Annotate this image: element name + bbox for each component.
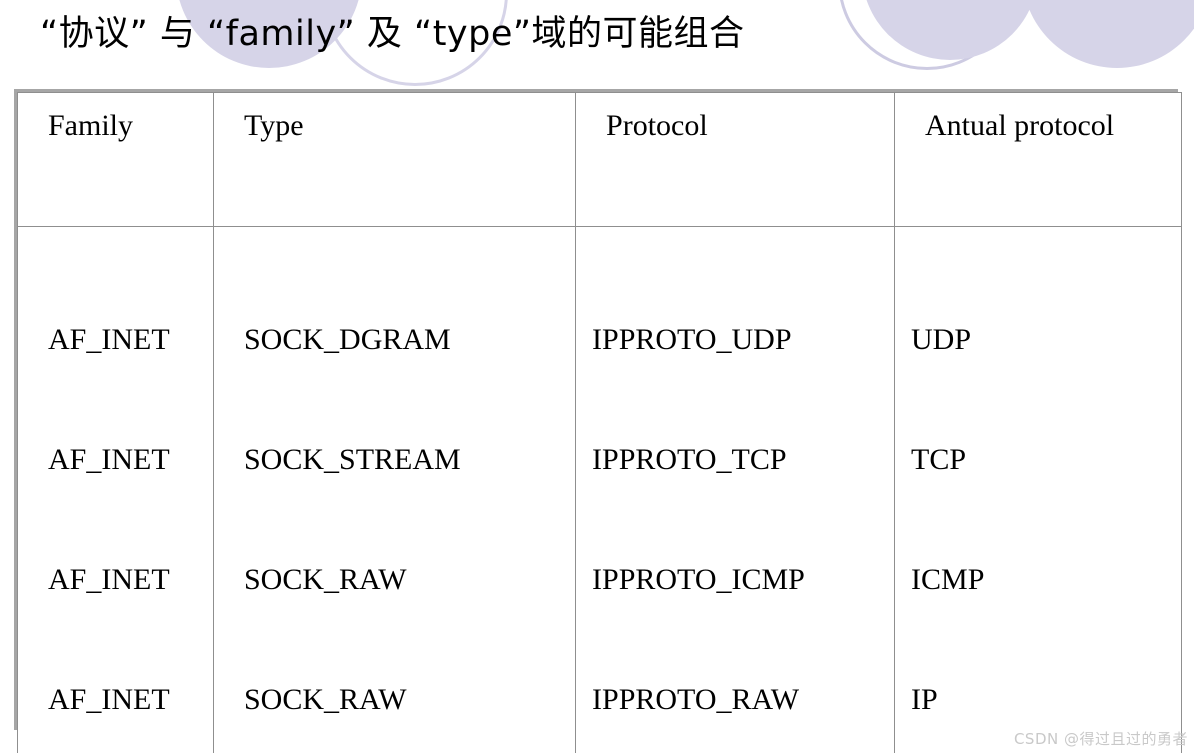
actual-value: ICMP [911,563,985,596]
protocol-value: IPPROTO_ICMP [592,563,805,596]
type-value: SOCK_DGRAM [244,323,451,356]
cell-type-af-inet: SOCK_DGRAM SOCK_STREAM SOCK_RAW SOCK_RAW [212,226,577,753]
cell-actual-af-inet: UDP TCP ICMP IP [894,226,1183,753]
type-value: SOCK_RAW [244,563,407,596]
type-value: SOCK_RAW [244,683,407,716]
csdn-watermark: CSDN @得过且过的勇者 [1013,730,1188,748]
family-value: AF_INET [48,443,170,476]
cell-protocol-af-inet: IPPROTO_UDP IPPROTO_TCP IPPROTO_ICMP IPP… [575,226,896,753]
header-cell-protocol: Protocol [575,92,896,227]
header-label-family: Family [48,109,134,142]
protocol-list-af-inet: IPPROTO_UDP IPPROTO_TCP IPPROTO_ICMP IPP… [576,227,894,753]
family-list-af-inet: AF_INET AF_INET AF_INET AF_INET [18,227,213,753]
actual-list-af-inet: UDP TCP ICMP IP [895,227,1181,753]
cell-family-af-inet: AF_INET AF_INET AF_INET AF_INET [17,226,214,753]
header-label-type: Type [244,109,304,142]
type-list-af-inet: SOCK_DGRAM SOCK_STREAM SOCK_RAW SOCK_RAW [214,227,575,753]
protocol-value: IPPROTO_UDP [592,323,792,356]
table-row-af-inet: AF_INET AF_INET AF_INET AF_INET SOCK_DGR… [17,226,1183,753]
combination-table: Family Type Protocol Antual protocol [14,89,1183,753]
protocol-value: IPPROTO_TCP [592,443,787,476]
family-value: AF_INET [48,323,170,356]
protocol-value: IPPROTO_RAW [592,683,800,716]
table-header-row: Family Type Protocol Antual protocol [17,92,1183,227]
header-cell-actual-protocol: Antual protocol [894,92,1183,227]
family-value: AF_INET [48,563,170,596]
type-value: SOCK_STREAM [244,443,461,476]
header-label-protocol: Protocol [606,109,708,142]
header-label-actual-protocol: Antual protocol [925,109,1115,142]
actual-value: TCP [911,443,967,476]
header-cell-family: Family [17,92,214,227]
family-value: AF_INET [48,683,170,716]
actual-value: IP [911,683,938,716]
slide-title: “协议” 与 “family” 及 “type”域的可能组合 [40,14,745,54]
actual-value: UDP [911,323,972,356]
header-cell-type: Type [212,92,577,227]
